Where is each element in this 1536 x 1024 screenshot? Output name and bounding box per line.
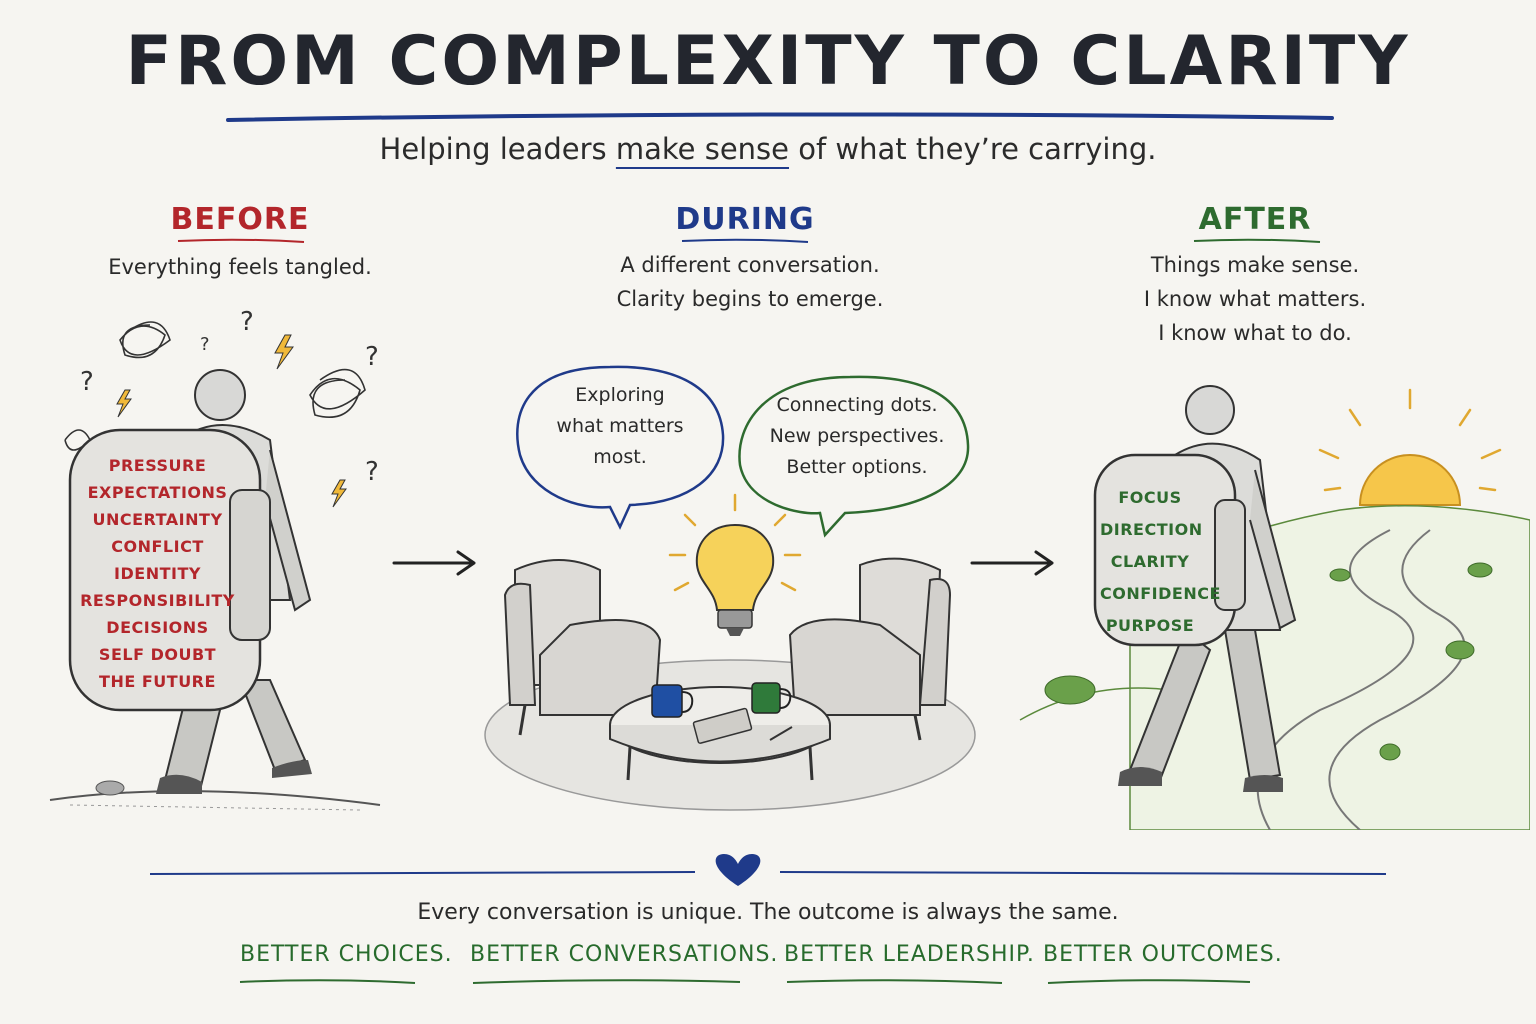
lightbulb-icon <box>668 493 802 636</box>
lightning-icon <box>116 334 347 508</box>
outcome-4: BETTER OUTCOMES. <box>1043 942 1283 967</box>
svg-text:?: ? <box>80 367 94 397</box>
bubble-left-line: most. <box>593 446 647 468</box>
question-mark-icon: ??? ?? <box>80 307 379 487</box>
during-text-line2: Clarity begins to emerge. <box>616 287 884 311</box>
subtitle: Helping leaders make sense of what they’… <box>0 132 1536 166</box>
before-backpack-label: IDENTITY <box>114 564 201 583</box>
title-underline <box>226 112 1334 122</box>
svg-text:?: ? <box>200 334 210 355</box>
armchair-left <box>503 559 662 741</box>
arrow-right-icon <box>970 550 1054 576</box>
before-heading: BEFORE <box>170 202 310 237</box>
bubble-right-line: New perspectives. <box>769 425 945 447</box>
bubble-left-text: Exploring what matters most. <box>525 380 715 473</box>
armchair-right <box>788 557 952 741</box>
bubble-left-line: what matters <box>556 415 684 437</box>
subtitle-end: of what they’re carrying. <box>789 132 1157 166</box>
speech-bubble-left <box>516 365 725 530</box>
before-backpack-labels: PRESSURE EXPECTATIONS UNCERTAINTY CONFLICT I… <box>80 452 235 695</box>
before-backpack-label: EXPECTATIONS <box>87 483 228 502</box>
after-text-line2: I know what matters. <box>1143 287 1367 311</box>
before-text: Everything feels tangled. <box>108 255 372 279</box>
before-backpack-label: CONFLICT <box>111 537 204 556</box>
footer-text: Every conversation is unique. The outcom… <box>417 900 1119 925</box>
before-backpack-label: THE FUTURE <box>99 672 216 691</box>
footer-divider <box>150 854 1386 886</box>
before-backpack-label: PRESSURE <box>108 456 207 475</box>
before-backpack-label: UNCERTAINTY <box>92 510 223 529</box>
after-backpack-labels: FOCUS DIRECTION CLARITY CONFIDENCE PURPOSE <box>1100 482 1221 642</box>
after-heading: AFTER <box>1198 202 1312 237</box>
before-backpack-label: RESPONSIBILITY <box>80 591 235 610</box>
before-heading-underline <box>177 238 305 243</box>
subtitle-start: Helping leaders <box>379 132 616 166</box>
after-text-line3: I know what to do. <box>1158 321 1352 345</box>
svg-text:?: ? <box>240 307 254 337</box>
after-illustration <box>1019 385 1530 830</box>
subtitle-highlight: make sense <box>615 132 790 166</box>
arrow-right-icon <box>392 550 476 576</box>
outcome-2: BETTER CONVERSATIONS. <box>470 942 779 967</box>
during-heading: DURING <box>675 202 815 237</box>
blue-mug <box>651 684 694 718</box>
svg-text:?: ? <box>365 457 379 487</box>
svg-text:?: ? <box>365 342 379 372</box>
green-mug <box>751 682 792 714</box>
outcome-1: BETTER CHOICES. <box>240 942 453 967</box>
after-text-line1: Things make sense. <box>1150 253 1360 277</box>
before-backpack-label: DECISIONS <box>106 618 209 637</box>
heart-icon <box>715 854 761 886</box>
during-text-line1: A different conversation. <box>620 253 880 277</box>
after-backpack-label: CONFIDENCE <box>1100 584 1221 603</box>
before-backpack-label: SELF DOUBT <box>98 645 217 664</box>
bubble-right-text: Connecting dots. New perspectives. Bette… <box>752 390 962 483</box>
after-text: Things make sense. I know what matters. … <box>1105 248 1405 350</box>
bubble-left-line: Exploring <box>575 384 665 406</box>
after-heading-underline <box>1193 238 1321 243</box>
during-heading-underline <box>681 238 809 243</box>
before-illustration: ??? ?? <box>49 307 381 811</box>
bubble-right-line: Connecting dots. <box>776 394 938 416</box>
bubble-right-line: Better options. <box>786 456 928 478</box>
during-illustration <box>484 365 976 811</box>
sun-icon <box>1318 388 1502 506</box>
page-title: FROM COMPLEXITY TO CLARITY <box>125 22 1411 101</box>
outcome-underlines <box>239 979 1251 984</box>
after-backpack-label: CLARITY <box>1110 552 1190 571</box>
outcome-3: BETTER LEADERSHIP. <box>784 942 1035 967</box>
after-backpack-label: PURPOSE <box>1105 616 1195 635</box>
after-backpack-label: FOCUS <box>1118 488 1182 507</box>
speech-bubble-right <box>738 375 970 538</box>
during-text: A different conversation. Clarity begins… <box>560 248 940 316</box>
after-backpack-label: DIRECTION <box>1100 520 1203 539</box>
